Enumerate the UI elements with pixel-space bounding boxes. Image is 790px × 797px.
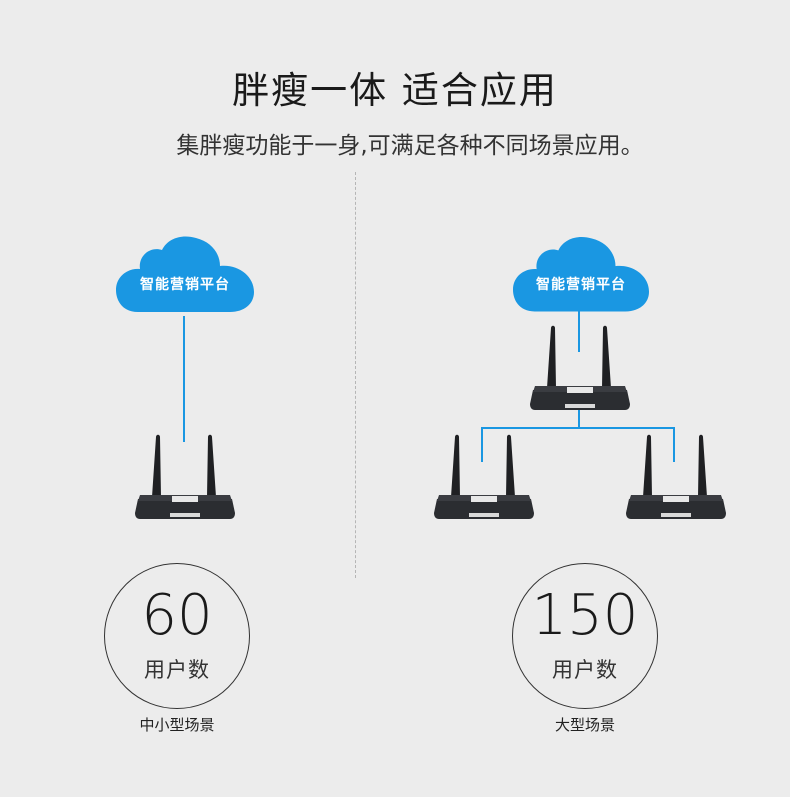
right-branch-connector xyxy=(481,427,675,462)
router-branch-left xyxy=(433,433,535,521)
center-divider xyxy=(355,172,356,578)
user-count-value: 60 xyxy=(141,583,213,648)
cloud-label: 智能营销平台 xyxy=(140,277,230,293)
user-count-value: 150 xyxy=(531,583,639,648)
router-icon xyxy=(530,325,630,410)
cloud-platform-left: 智能营销平台 xyxy=(116,236,254,312)
router-icon xyxy=(434,434,534,519)
router-core-right xyxy=(529,324,631,412)
cloud-icon xyxy=(513,237,649,312)
page-title: 胖瘦一体 适合应用 xyxy=(232,69,558,112)
router-icon xyxy=(626,434,726,519)
router-branch-right xyxy=(625,433,727,521)
cloud-label: 智能营销平台 xyxy=(536,277,626,293)
router-icon xyxy=(135,434,235,519)
cloud-platform-right: 智能营销平台 xyxy=(513,236,649,312)
user-count-circle-left: 60 用户数 xyxy=(104,563,250,709)
scenario-caption-right: 大型场景 xyxy=(554,716,615,734)
user-count-label: 用户数 xyxy=(552,658,618,682)
page-subtitle: 集胖瘦功能于一身,可满足各种不同场景应用。 xyxy=(176,133,644,159)
scenario-caption-left: 中小型场景 xyxy=(139,716,215,734)
cloud-icon xyxy=(116,236,254,312)
user-count-circle-right: 150 用户数 xyxy=(512,563,658,709)
user-count-label: 用户数 xyxy=(144,658,210,682)
router-left xyxy=(134,433,236,521)
